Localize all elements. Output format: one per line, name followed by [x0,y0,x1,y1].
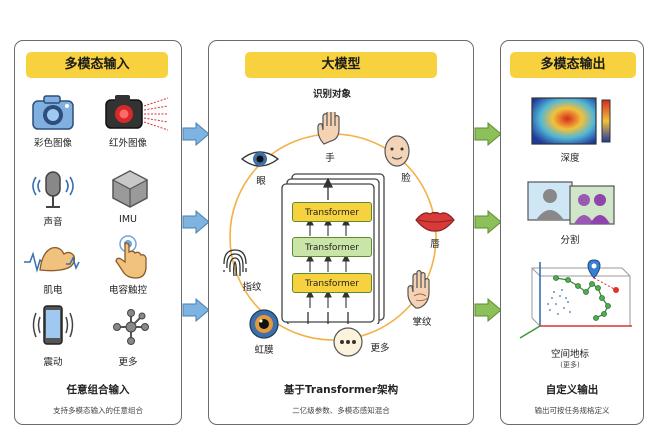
muscle-emg-icon [24,246,80,273]
more-dots-icon [333,327,363,357]
lips-icon [415,211,455,232]
eye-icon [240,151,280,167]
microphone-icon [32,171,74,208]
ring-label-fingerprint: 指纹 [242,282,262,293]
output-footer-subtitle: 输出可按任务规格定义 [534,406,610,415]
model-footer-subtitle: 二亿级参数、多模态感知混合 [292,406,390,415]
output-label-spatial: 空间地标 [550,349,589,360]
fingerprint-icon [223,249,247,277]
transformer-block-2: Transformer [292,237,372,257]
touch-hand-icon [115,235,147,279]
input-arrow-1 [182,122,210,146]
input-label-color: 彩色图像 [33,138,72,149]
ring-label-hand: 手 [325,153,335,164]
input-label-touch: 电容触控 [108,285,147,296]
palm-print-icon [407,270,430,309]
output-more-note: (更多) [560,361,580,369]
input-arrow-2 [182,210,210,234]
output-label-segmentation: 分割 [560,235,580,246]
input-arrow-3 [182,298,210,322]
camera-icon [32,95,74,130]
transformer-block-3: Transformer [292,273,372,293]
input-footer-title: 任意组合输入 [66,384,130,396]
output-footer-title: 自定义输出 [545,384,599,396]
spatial-landmark-icon [519,259,632,339]
ring-label-eye: 眼 [256,176,266,187]
input-footer-subtitle: 支持多模态输入的任意组合 [53,406,143,415]
phone-vibration-icon [32,305,74,345]
output-label-depth: 深度 [560,153,580,164]
input-label-infrared: 红外图像 [108,138,147,149]
output-arrow-2 [474,210,502,234]
input-header: 多模态输入 [26,52,168,78]
hand-icon [317,112,340,145]
ring-title: 识别对象 [312,89,351,100]
ring-label-palm: 掌纹 [412,317,432,328]
model-header: 大模型 [245,52,437,78]
infrared-camera-icon [105,95,169,131]
transformer-block-1: Transformer [292,202,372,222]
output-arrow-3 [474,298,502,322]
model-footer-title: 基于Transformer架构 [283,384,399,396]
depth-map-icon [531,97,611,145]
input-label-vibration: 震动 [43,357,63,368]
ring-label-lips: 唇 [430,239,440,250]
output-header: 多模态输出 [510,52,636,78]
input-label-imu: IMU [119,214,137,225]
ring-label-more: 更多 [370,343,390,354]
input-label-more: 更多 [118,357,138,368]
segmentation-icon [527,181,615,225]
input-label-emg: 肌电 [43,285,63,296]
ring-label-iris: 虹膜 [254,345,274,356]
ring-label-face: 脸 [401,173,411,184]
iris-icon [249,309,279,339]
imu-chip-icon [111,170,149,208]
input-label-sound: 声音 [43,217,63,228]
molecule-icon [113,309,149,345]
face-icon [384,135,410,167]
output-arrow-1 [474,122,502,146]
